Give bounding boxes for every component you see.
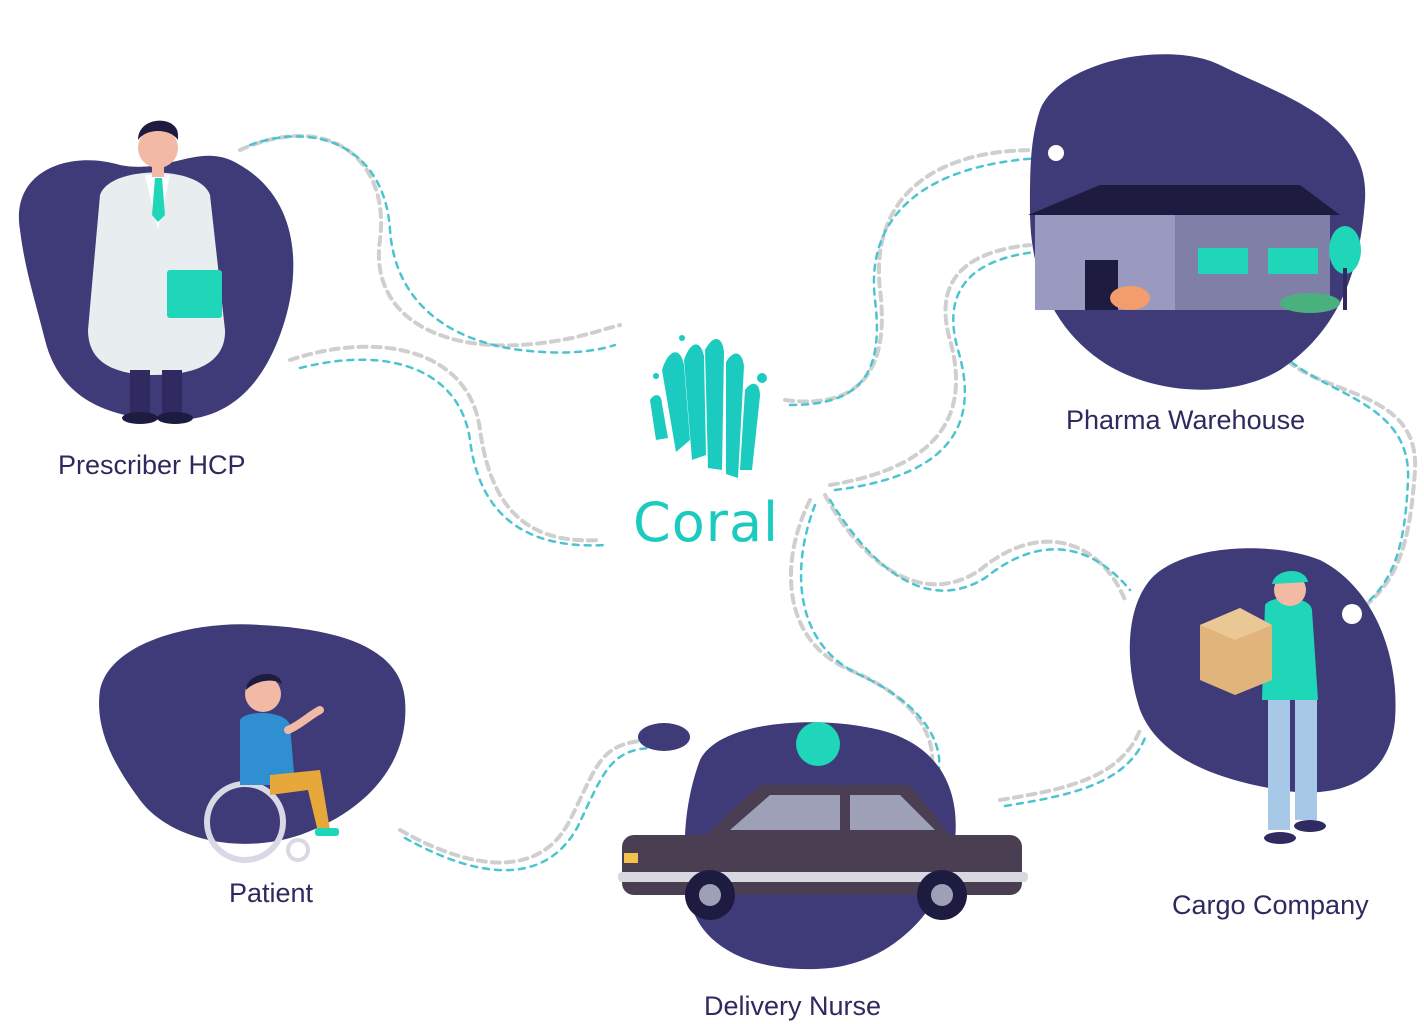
path-nurse-cargo-teal (1003, 736, 1147, 808)
nurse-label: Delivery Nurse (704, 991, 882, 1021)
wheelchair-patient-illustration (204, 673, 339, 863)
car-illustration (618, 722, 1028, 920)
warehouse-node (1028, 54, 1366, 390)
path-coral-warehouse (783, 148, 1037, 404)
doctor-illustration (88, 120, 226, 424)
path-nurse-cargo (998, 728, 1142, 802)
path-coral-warehouse-teal (788, 156, 1042, 407)
path-coral-warehouse-lower (828, 243, 1032, 487)
patient-node (99, 624, 406, 863)
path-warehouse-cargo-teal (1273, 343, 1410, 614)
warehouse-illustration (1028, 185, 1361, 313)
coral-logo-text: Coral (633, 491, 780, 554)
prescriber-node (18, 120, 294, 424)
path-prescriber-coral-teal (248, 135, 617, 354)
connector-paths (238, 133, 1418, 872)
path-patient-nurse (398, 738, 662, 865)
coral-logo-mark (650, 335, 767, 478)
cargo-node (1129, 548, 1396, 844)
path-coral-cargo-teal (828, 498, 1132, 592)
patient-label: Patient (229, 878, 314, 908)
courier-illustration (1200, 570, 1326, 844)
nurse-node (618, 722, 1028, 970)
path-patient-nurse-teal (403, 746, 667, 872)
warehouse-label: Pharma Warehouse (1066, 405, 1306, 435)
path-prescriber-coral-lower-teal (298, 358, 607, 547)
path-prescriber-coral-lower (288, 344, 602, 543)
path-coral-warehouse-lower-teal (833, 250, 1037, 492)
path-coral-cargo (823, 493, 1127, 602)
cargo-label: Cargo Company (1172, 890, 1369, 920)
path-coral-nurse-teal (799, 503, 941, 777)
prescriber-label: Prescriber HCP (58, 450, 246, 480)
